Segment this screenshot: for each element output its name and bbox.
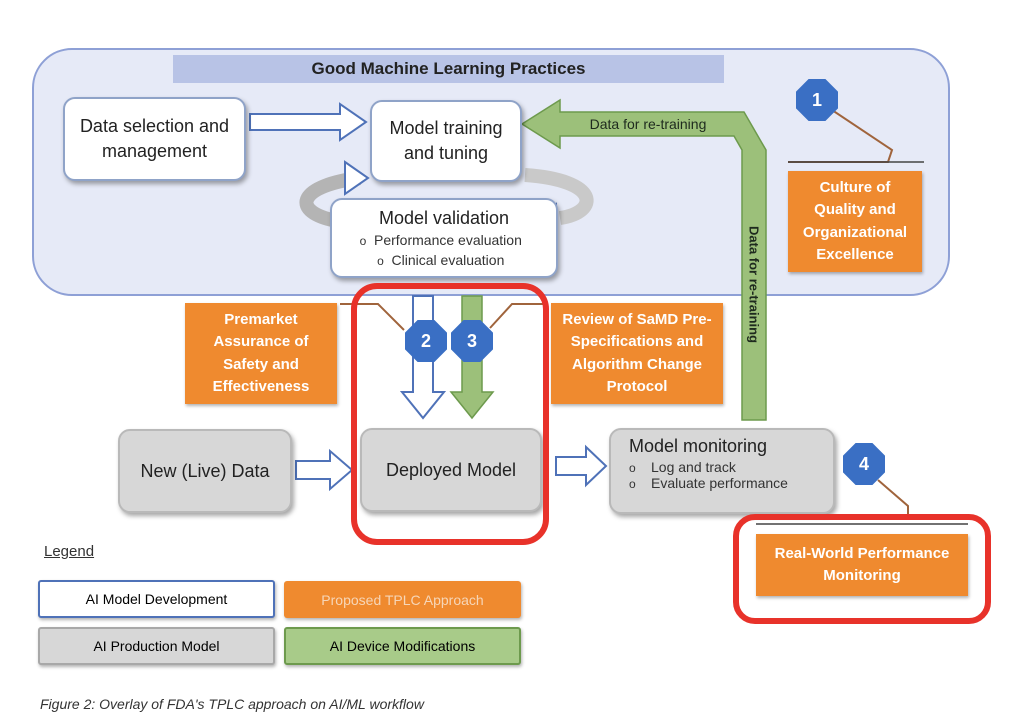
rwpm-highlight-frame: [733, 514, 991, 624]
model-validation-box: Model validation Performance evaluation …: [330, 198, 558, 278]
model-monitoring-box: Model monitoring Log and track Evaluate …: [609, 428, 835, 514]
list-item: Performance evaluation: [352, 231, 522, 251]
list-item: Log and track: [629, 459, 819, 475]
deployed-highlight-frame: [351, 283, 549, 545]
arrow-newdata-to-deployed: [295, 448, 354, 492]
rwpm-box: Real-World Performance Monitoring: [756, 534, 968, 596]
list-item: Evaluate performance: [629, 475, 819, 491]
green-retraining-arrow: [520, 98, 767, 421]
cycle-arrow-right: [524, 168, 594, 225]
deployed-model-box: Deployed Model: [360, 428, 542, 512]
legend-ai-device-modifications: AI Device Modifications: [284, 627, 521, 665]
arrow-selection-to-training: [249, 102, 368, 142]
model-validation-list: Performance evaluation Clinical evaluati…: [352, 231, 522, 270]
legend-title: Legend: [44, 543, 95, 560]
review-box: Review of SaMD Pre-Specifications and Al…: [551, 303, 723, 404]
legend-proposed-tplc: Proposed TPLC Approach: [284, 581, 521, 618]
list-item: Clinical evaluation: [352, 251, 522, 271]
gmlp-banner: Good Machine Learning Practices: [173, 55, 724, 83]
retraining-label-horizontal: Data for re-training: [589, 116, 707, 132]
model-monitoring-title: Model monitoring: [629, 436, 768, 456]
cycle-arrow-left: [299, 171, 361, 227]
badge-1: 1: [796, 79, 838, 121]
model-validation-title: Model validation: [378, 208, 510, 228]
legend-ai-production-model: AI Production Model: [38, 627, 275, 665]
badge-2: 2: [405, 320, 447, 362]
culture-box: Culture of Quality and Organizational Ex…: [788, 171, 922, 272]
legend-ai-model-development: AI Model Development: [38, 580, 275, 618]
retraining-label-vertical: Data for re-training: [746, 226, 762, 344]
premarket-box: Premarket Assurance of Safety and Effect…: [185, 303, 337, 404]
arrow-deployed-to-monitoring: [555, 444, 608, 488]
data-selection-box: Data selection and management: [63, 97, 246, 181]
badge-4: 4: [843, 443, 885, 485]
badge-3: 3: [451, 320, 493, 362]
gmlp-title: Good Machine Learning Practices: [311, 59, 586, 78]
model-training-box: Model training and tuning: [370, 100, 522, 182]
model-monitoring-list: Log and track Evaluate performance: [629, 459, 819, 491]
figure-caption: Figure 2: Overlay of FDA's TPLC approach…: [40, 696, 424, 712]
new-live-data-box: New (Live) Data: [118, 429, 292, 513]
